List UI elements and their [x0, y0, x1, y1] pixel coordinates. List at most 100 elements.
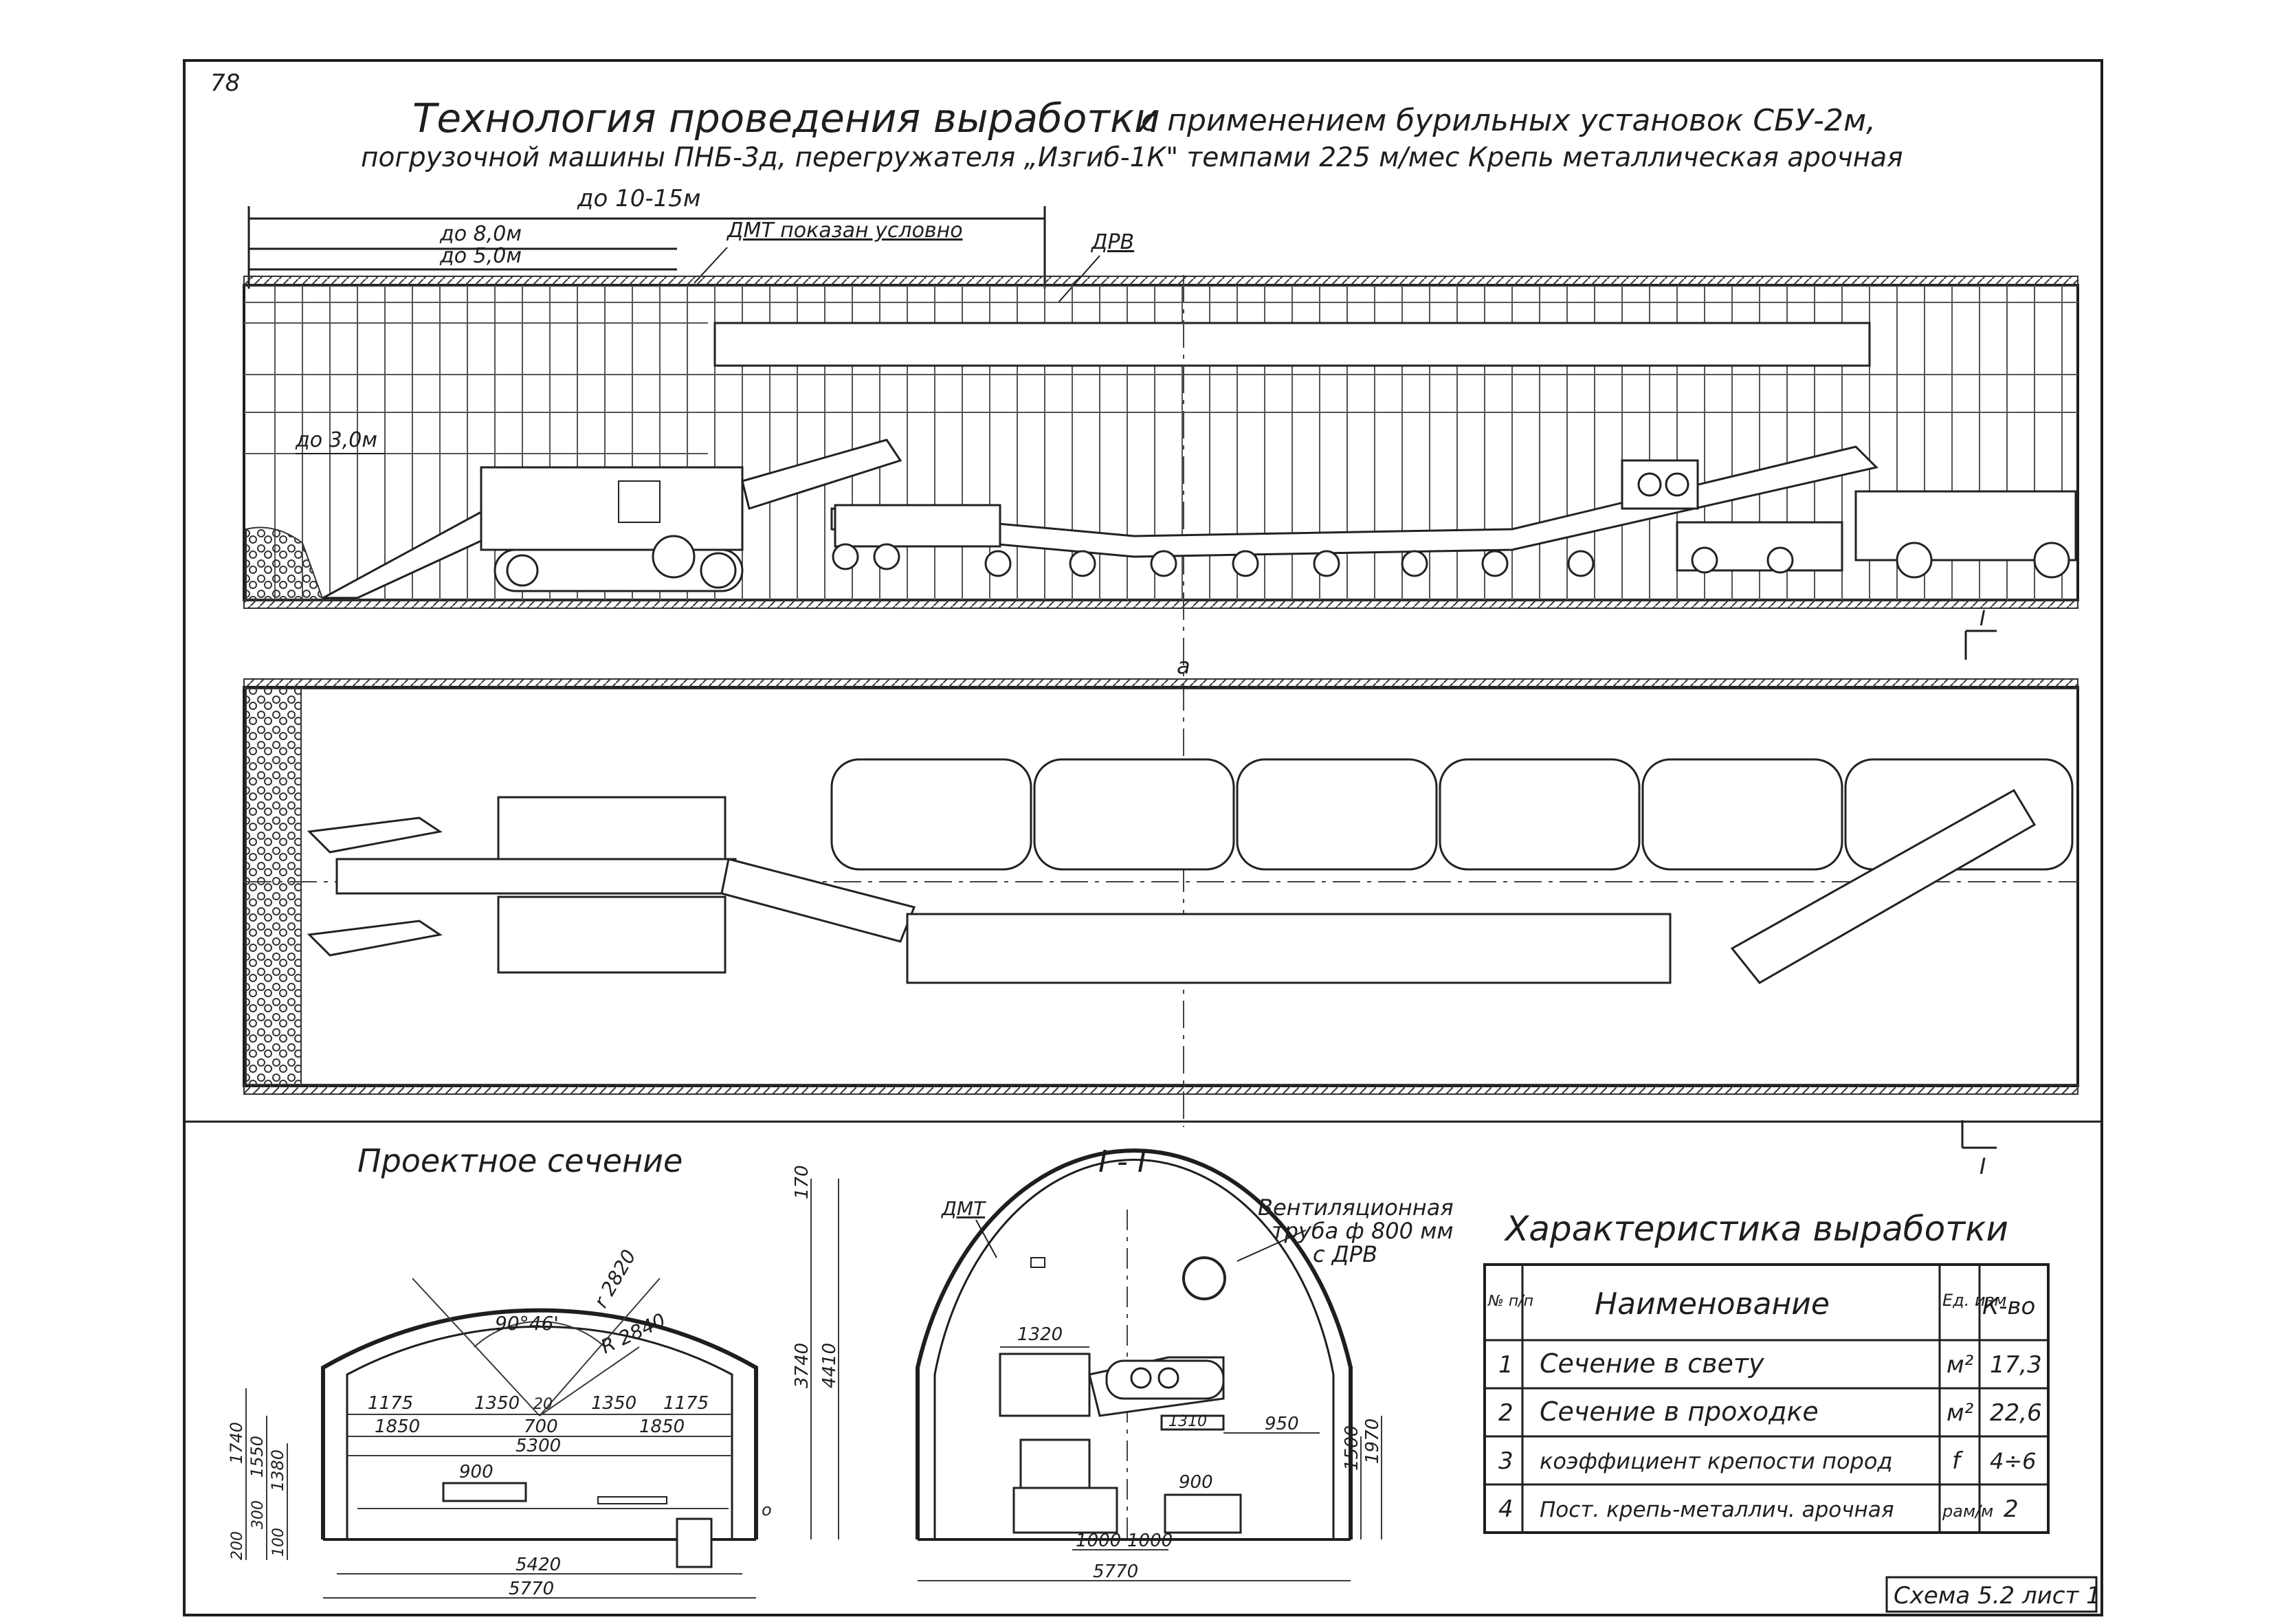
loading-machine — [322, 438, 902, 599]
dim-950: 950 — [1265, 1414, 1299, 1434]
header-unit: Ед. изм — [1942, 1291, 2006, 1310]
section-mark-bottom: I — [1980, 1153, 1986, 1179]
row-4-num: 4 — [1498, 1495, 1514, 1523]
row-4-unit: рам/м — [1942, 1502, 1993, 1521]
vent-label-2: труба ф 800 мм — [1272, 1218, 1453, 1244]
table-title: Характеристика выработки — [1503, 1209, 2008, 1249]
dim-20: 20 — [533, 1396, 553, 1413]
section-machine — [999, 1353, 1242, 1534]
radius-top-label: r 2820 — [589, 1246, 640, 1312]
row-3-qty: 4÷6 — [1990, 1448, 2037, 1474]
row-2-num: 2 — [1498, 1399, 1514, 1427]
section-mark-top: I — [1980, 607, 1986, 631]
dim-200: 200 — [229, 1531, 246, 1560]
row-3-name: коэффициент крепости пород — [1540, 1448, 1893, 1474]
angle-label: 90°46' — [495, 1312, 559, 1335]
row-1-name: Сечение в свету — [1540, 1348, 1764, 1379]
header-name: Наименование — [1595, 1287, 1830, 1322]
title-rest: с применением бурильных установок СБУ-2м… — [1141, 103, 1876, 138]
title-line2: погрузочной машины ПНБ-3д, перегружателя… — [361, 142, 1903, 173]
wagon-train — [830, 758, 2074, 871]
characteristics-table: Характеристика выработки № п/п Наименова… — [1483, 1209, 2050, 1534]
vent-pipe — [1182, 1256, 1226, 1300]
dmt-pipe — [1030, 1257, 1045, 1268]
plan-view: а I — [243, 653, 2079, 1179]
project-section-title: Проектное сечение — [357, 1142, 683, 1179]
dim-1175-left: 1175 — [368, 1393, 413, 1414]
dim-3-label: до 3,0м — [295, 428, 377, 452]
dim-5-label: до 5,0м — [439, 244, 522, 268]
loader-conveyor — [335, 858, 737, 895]
arch-outer — [321, 1308, 758, 1539]
dim-1850-left: 1850 — [375, 1416, 420, 1437]
drill-boom-bottom — [307, 920, 443, 957]
dmt-label: ДМТ — [940, 1197, 986, 1220]
dmt-note: ДМТ показан условно — [726, 219, 963, 243]
roof-hatch — [243, 276, 2078, 287]
elevation-view: до 10-15м до 8,0м до 5,0м ДМТ показан ус… — [243, 185, 2079, 1127]
dim-1850-right: 1850 — [639, 1416, 685, 1437]
row-2-unit: м² — [1947, 1399, 1974, 1427]
dim-1550: 1550 — [247, 1436, 267, 1478]
dim-900: 900 — [459, 1462, 494, 1482]
loader-track-bottom — [497, 896, 727, 974]
axis-label-a: а — [1177, 653, 1190, 679]
dim-3740: 3740 — [792, 1343, 812, 1388]
drain-channel — [676, 1517, 713, 1568]
dim-1740: 1740 — [227, 1422, 246, 1464]
drill-boom-top — [307, 816, 443, 854]
drv-label: ДРВ — [1090, 230, 1134, 254]
dim-10-15-label: до 10-15м — [577, 185, 701, 212]
sheet-label-box — [1885, 1576, 2098, 1613]
dim-5770-section: 5770 — [1093, 1561, 1138, 1582]
plan-rubble-face — [245, 688, 302, 1085]
row-1-num: 1 — [1498, 1351, 1514, 1379]
row-3-unit: f — [1952, 1447, 1964, 1475]
dim-1380: 1380 — [268, 1449, 287, 1491]
dim-1970: 1970 — [1362, 1419, 1383, 1464]
dim-1320: 1320 — [1017, 1324, 1063, 1345]
dim-5420: 5420 — [515, 1555, 561, 1575]
dim-5300: 5300 — [515, 1436, 561, 1456]
dim-1350-right: 1350 — [591, 1393, 636, 1414]
title-main: Технология проведения выработки — [412, 95, 1160, 142]
section-arch-inner — [933, 1159, 1335, 1539]
row-1-unit: м² — [1947, 1351, 1974, 1379]
plan-reloader-head — [1730, 788, 2037, 984]
dim-900-section: 900 — [1179, 1472, 1213, 1493]
row-1-qty: 17,3 — [1990, 1351, 2042, 1379]
row-2-qty: 22,6 — [1990, 1399, 2042, 1427]
sheet-frame — [183, 59, 2103, 1616]
dim-300: 300 — [250, 1500, 267, 1529]
vent-label-3: с ДРВ — [1313, 1241, 1377, 1267]
muck-pile — [245, 526, 324, 601]
dim-170: 170 — [792, 1165, 812, 1199]
project-section: Проектное сечение 90°46' r 2820 R 2840 1… — [227, 1142, 840, 1599]
dim-1350-left: 1350 — [474, 1393, 520, 1414]
floor-hatch — [243, 599, 2078, 609]
section-1-1: I - I ДМТ Вентиляционная труба ф 800 мм … — [916, 1144, 1454, 1582]
dim-700: 700 — [524, 1416, 558, 1437]
vent-label-1: Вентиляционная — [1258, 1194, 1454, 1221]
mark-o: о — [762, 1500, 772, 1520]
arch-inner — [346, 1325, 733, 1539]
dim-1500: 1500 — [1342, 1425, 1362, 1471]
dim-1175-right: 1175 — [663, 1393, 709, 1414]
row-2-name: Сечение в проходке — [1540, 1397, 1819, 1427]
header-num: № п/п — [1487, 1293, 1533, 1310]
ventilation-duct — [713, 322, 1871, 367]
row-3-num: 3 — [1498, 1447, 1514, 1475]
dim-5770: 5770 — [509, 1579, 554, 1599]
dim-1000-right: 1000 — [1127, 1531, 1173, 1551]
sheet-label: Схема 5.2 лист 1 — [1894, 1582, 2101, 1610]
section-arch-outer — [916, 1148, 1353, 1539]
dim-8-label: до 8,0м — [439, 222, 522, 246]
dim-1310: 1310 — [1168, 1413, 1207, 1430]
page-number: 78 — [210, 69, 240, 97]
row-4-name: Пост. крепь-металлич. арочная — [1540, 1498, 1894, 1522]
row-4-qty: 2 — [2004, 1495, 2019, 1523]
dim-1000-left: 1000 — [1076, 1531, 1121, 1551]
support-ties — [244, 302, 2078, 454]
dim-4410: 4410 — [819, 1343, 840, 1388]
